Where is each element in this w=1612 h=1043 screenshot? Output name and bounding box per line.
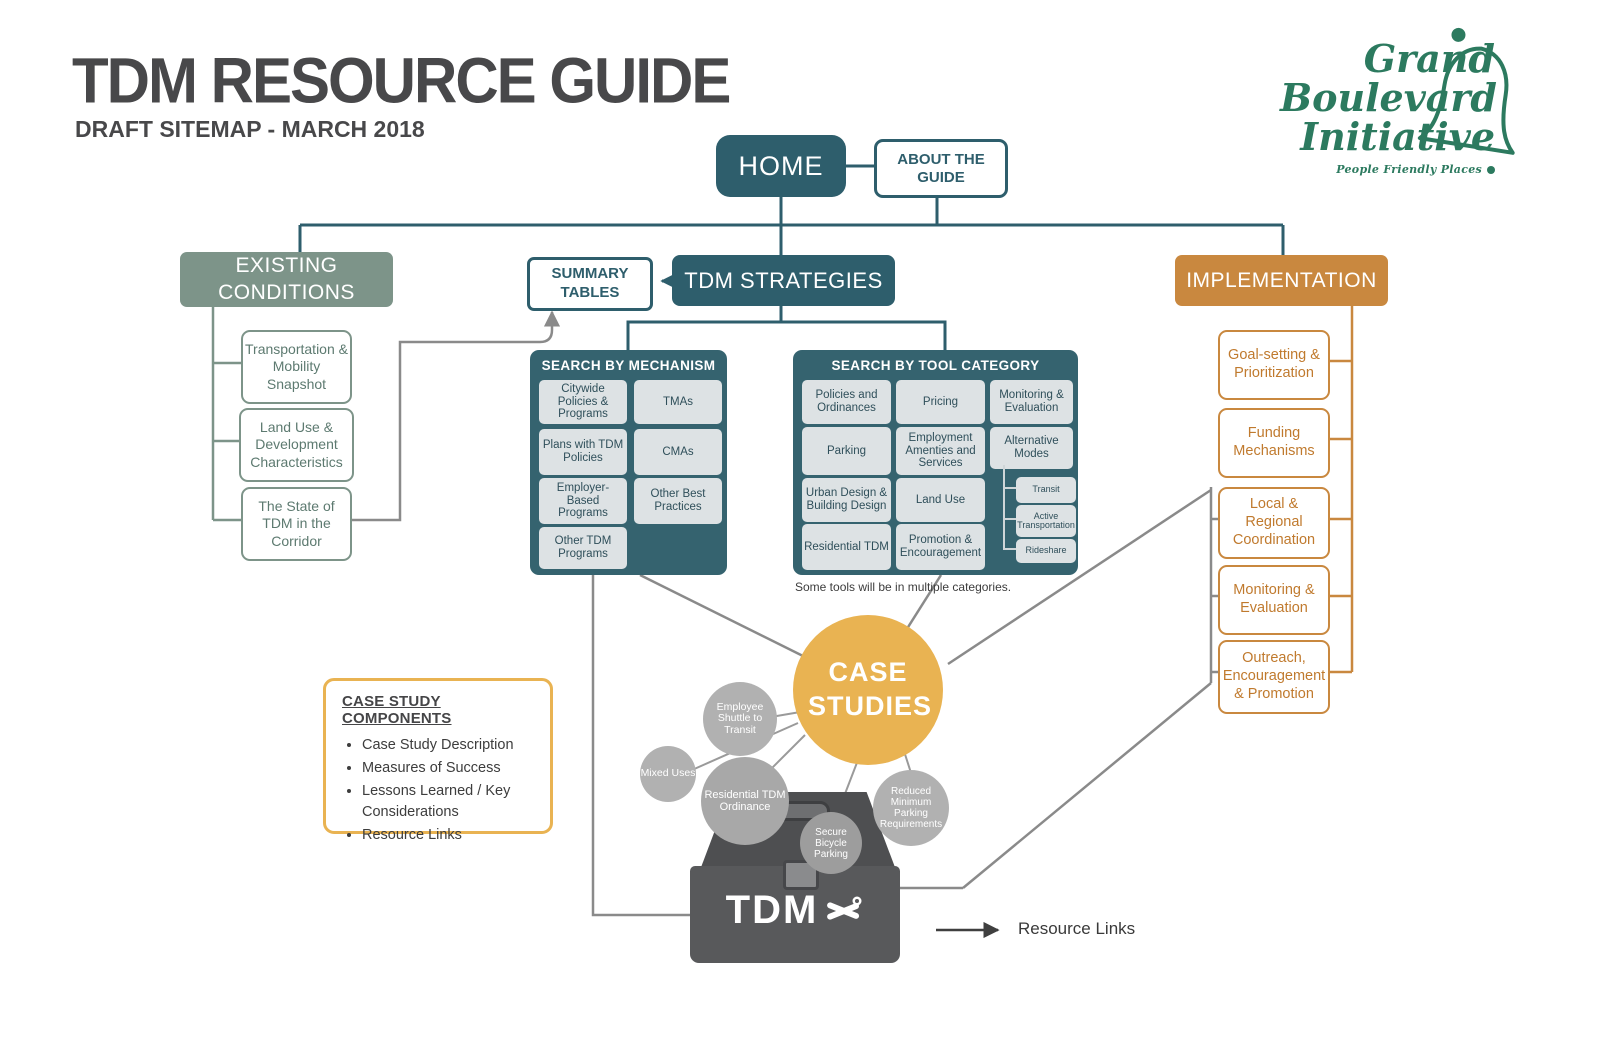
- node-cmas: CMAs: [634, 429, 722, 475]
- page-subtitle: DRAFT SITEMAP - MARCH 2018: [75, 116, 425, 142]
- node-land-use-development-characteristics: Land Use & Development Characteristics: [239, 408, 354, 482]
- node-tdm-strategies: TDM STRATEGIES: [672, 255, 895, 306]
- bell-icon: [1417, 27, 1515, 155]
- alt-modes-bracket: [1003, 465, 1005, 550]
- tools-icon: [827, 896, 862, 920]
- node-transit: Transit: [1016, 477, 1076, 503]
- node-case-studies: CASE STUDIES: [793, 615, 943, 765]
- node-other-best-practices: Other Best Practices: [634, 478, 722, 524]
- node-funding-mechanisms: Funding Mechanisms: [1218, 408, 1330, 478]
- component-item: Measures of Success: [362, 758, 540, 779]
- logo-line-1: Grand: [1363, 36, 1495, 81]
- node-alternative-modes: Alternative Modes: [990, 427, 1073, 469]
- case-studies-label: CASE STUDIES: [808, 657, 933, 721]
- node-local-regional-coordination: Local & Regional Coordination: [1218, 487, 1330, 559]
- node-active-transportation: Active Transportation: [1016, 505, 1076, 537]
- node-urban-design-building-design: Urban Design & Building Design: [802, 478, 891, 522]
- page-title: TDM RESOURCE GUIDE: [72, 45, 731, 117]
- case-study-components-list: Case Study Description Measures of Succe…: [342, 735, 540, 846]
- node-rideshare: Rideshare: [1016, 539, 1076, 563]
- bubble-secure-bicycle-parking: Secure Bicycle Parking: [800, 812, 862, 874]
- node-state-of-tdm-in-corridor: The State of TDM in the Corridor: [241, 487, 352, 561]
- node-promotion-encouragement: Promotion & Encouragement: [896, 524, 985, 570]
- logo: Grand Boulevard Initiative People Friend…: [1280, 36, 1497, 175]
- node-monitoring-evaluation-impl: Monitoring & Evaluation: [1218, 565, 1330, 635]
- logo-line-3: Initiative: [1300, 113, 1495, 159]
- toolbox-label: TDM: [690, 888, 900, 933]
- node-existing-conditions: EXISTING CONDITIONS: [180, 252, 393, 307]
- bubble-employee-shuttle: Employee Shuttle to Transit: [703, 682, 777, 756]
- component-item: Lessons Learned / Key Considerations: [362, 781, 540, 823]
- logo-line-2: Boulevard: [1280, 74, 1497, 120]
- node-outreach-encouragement-promotion: Outreach, Encouragement & Promotion: [1218, 640, 1330, 714]
- component-item: Case Study Description: [362, 735, 540, 756]
- node-policies-and-ordinances: Policies and Ordinances: [802, 380, 891, 424]
- node-employment-amenities-services: Employment Amenties and Services: [896, 427, 985, 475]
- resource-links-label: Resource Links: [1018, 919, 1136, 938]
- case-study-components-box: CASE STUDY COMPONENTS Case Study Descrip…: [323, 678, 553, 843]
- bubble-reduced-minimum-parking: Reduced Minimum Parking Requirements: [873, 770, 949, 846]
- node-plans-with-tdm-policies: Plans with TDM Policies: [539, 429, 627, 475]
- case-study-components-title: CASE STUDY COMPONENTS: [342, 693, 452, 727]
- node-residential-tdm: Residential TDM: [802, 524, 891, 570]
- node-tmas: TMAs: [634, 380, 722, 424]
- node-implementation: IMPLEMENTATION: [1175, 255, 1388, 306]
- node-transportation-mobility-snapshot: Transportation & Mobility Snapshot: [241, 330, 352, 404]
- node-pricing: Pricing: [896, 380, 985, 424]
- panel-search-by-mechanism: SEARCH BY MECHANISM Citywide Policies & …: [530, 350, 727, 575]
- node-employer-based-programs: Employer-Based Programs: [539, 478, 627, 524]
- bubble-residential-tdm-ordinance: Residential TDM Ordinance: [701, 757, 789, 845]
- panel-search-by-tool-category-title: SEARCH BY TOOL CATEGORY: [831, 358, 1040, 373]
- toolcat-note: Some tools will be in multiple categorie…: [795, 580, 1012, 594]
- bubble-mixed-uses: Mixed Uses: [640, 746, 696, 802]
- node-summary-tables: SUMMARY TABLES: [527, 257, 653, 311]
- node-home: HOME: [716, 135, 846, 197]
- logo-tagline: People Friendly Places: [1280, 164, 1495, 175]
- node-other-tdm-programs: Other TDM Programs: [539, 527, 627, 569]
- node-monitoring-evaluation-tool: Monitoring & Evaluation: [990, 380, 1073, 424]
- panel-search-by-tool-category: SEARCH BY TOOL CATEGORY Policies and Ord…: [793, 350, 1078, 575]
- node-about-the-guide: ABOUT THE GUIDE: [874, 139, 1008, 198]
- logo-dot-icon: [1487, 166, 1495, 175]
- node-goal-setting-prioritization: Goal-setting & Prioritization: [1218, 330, 1330, 400]
- node-land-use-tool: Land Use: [896, 478, 985, 522]
- alt-modes-stub-transit: [1003, 487, 1016, 489]
- alt-modes-stub-active: [1003, 518, 1016, 520]
- alt-modes-stub-rideshare: [1003, 548, 1016, 550]
- panel-search-by-mechanism-title: SEARCH BY MECHANISM: [541, 358, 716, 373]
- node-parking: Parking: [802, 427, 891, 475]
- toolbox-label-text: TDM: [725, 888, 819, 932]
- component-item: Resource Links: [362, 825, 540, 846]
- node-citywide-policies-programs: Citywide Policies & Programs: [539, 380, 627, 424]
